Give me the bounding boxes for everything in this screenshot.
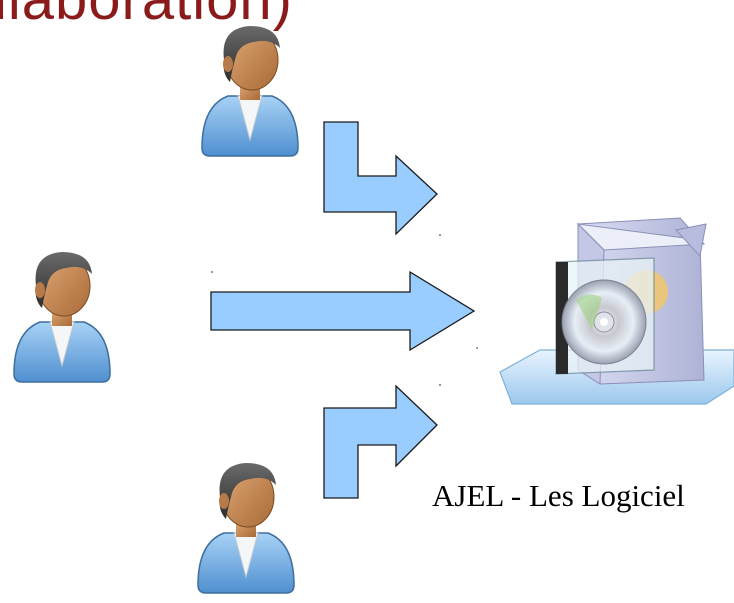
- slide-title: llaboration): [0, 0, 293, 33]
- arrow-middle-straight: [210, 270, 476, 352]
- stray-dot: [211, 271, 213, 273]
- arrow-top-bent: [323, 121, 438, 236]
- user-icon-top: [201, 25, 299, 157]
- stray-dot: [476, 347, 478, 349]
- arrow-bottom-bent: [323, 384, 438, 499]
- software-box-icon: [499, 217, 734, 405]
- software-caption: AJEL - Les Logiciel: [432, 478, 685, 513]
- stray-dot: [439, 384, 441, 386]
- stray-dot: [439, 234, 441, 236]
- user-icon-middle: [13, 251, 111, 383]
- user-icon-bottom: [197, 462, 295, 594]
